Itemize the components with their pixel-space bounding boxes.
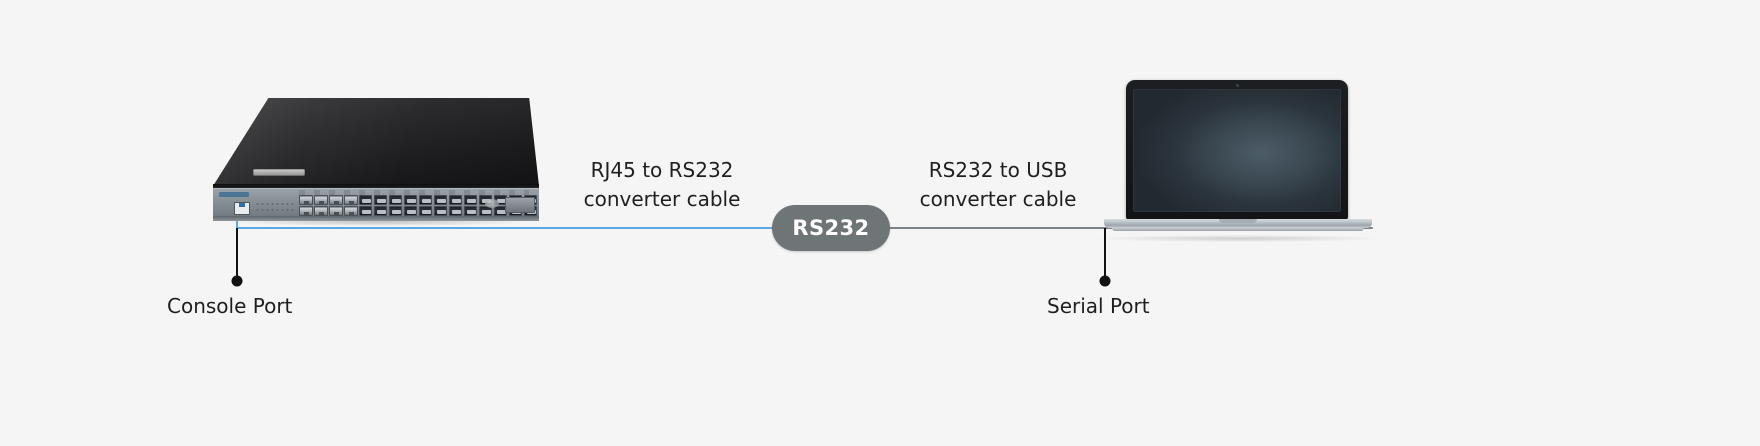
- laptop-screen: [1133, 89, 1341, 212]
- sfp-port: [359, 195, 372, 205]
- laptop-shadow: [1096, 235, 1382, 242]
- sfp-port: [464, 206, 477, 216]
- rj45-port: [314, 206, 328, 216]
- sfp-port: [449, 206, 462, 216]
- sfp-port: [449, 195, 462, 205]
- switch-front-edge: [213, 184, 539, 189]
- right-cable-label-line1: RS232 to USB: [928, 158, 1068, 182]
- switch-brand-logo-icon: [485, 199, 499, 208]
- switch-model-badge: [219, 192, 249, 197]
- sfp-port: [389, 206, 402, 216]
- switch-chassis-top: [213, 98, 539, 190]
- sfp-port: [404, 206, 417, 216]
- right-cable-label-line2: converter cable: [919, 187, 1077, 211]
- sfp-port: [419, 195, 432, 205]
- serial-port-label: Serial Port: [1047, 294, 1150, 318]
- rs232-connector-label: RS232: [792, 216, 870, 240]
- sfp-port: [374, 195, 387, 205]
- rj45-port: [299, 206, 313, 216]
- sfp-port: [434, 206, 447, 216]
- rj45-port: [329, 206, 343, 216]
- laptop-lid: [1126, 80, 1348, 220]
- laptop-base: [1104, 219, 1372, 228]
- sfp-port: [374, 206, 387, 216]
- sfp-port: [464, 195, 477, 205]
- left-cable-label: RJ45 to RS232 converter cable: [560, 156, 764, 214]
- switch-rj45-port-block: [299, 195, 358, 216]
- rj45-port: [344, 195, 358, 205]
- serial-port-leader-dot: [1099, 275, 1111, 287]
- switch-front-lower-strip: [213, 216, 539, 221]
- left-cable-label-line1: RJ45 to RS232: [590, 158, 734, 182]
- laptop-device: [1104, 80, 1372, 238]
- switch-led-indicator-grid: [255, 201, 293, 213]
- switch-console-port: [234, 202, 250, 215]
- rj45-port: [329, 195, 343, 205]
- network-switch-device: [213, 98, 539, 221]
- sfp-port: [359, 206, 372, 216]
- laptop-camera-icon: [1235, 84, 1239, 87]
- switch-port-number-strip: [299, 190, 529, 195]
- switch-top-vent: [253, 169, 305, 176]
- sfp-port: [404, 195, 417, 205]
- laptop-base-front-lip: [1112, 228, 1364, 231]
- rj45-port: [344, 206, 358, 216]
- rs232-connector-badge[interactable]: RS232: [772, 205, 890, 251]
- right-cable-label: RS232 to USB converter cable: [900, 156, 1096, 214]
- rj45-port: [299, 195, 313, 205]
- sfp-port: [434, 195, 447, 205]
- console-port-leader-dot: [231, 275, 243, 287]
- switch-shadow: [228, 218, 528, 226]
- switch-front-panel: [213, 188, 539, 221]
- sfp-port: [479, 206, 492, 216]
- rj45-port: [314, 195, 328, 205]
- console-port-label: Console Port: [167, 294, 293, 318]
- laptop-lid-notch: [1219, 219, 1257, 223]
- switch-uplink-module: [505, 197, 535, 213]
- left-cable-label-line2: converter cable: [583, 187, 741, 211]
- sfp-port: [419, 206, 432, 216]
- sfp-port: [389, 195, 402, 205]
